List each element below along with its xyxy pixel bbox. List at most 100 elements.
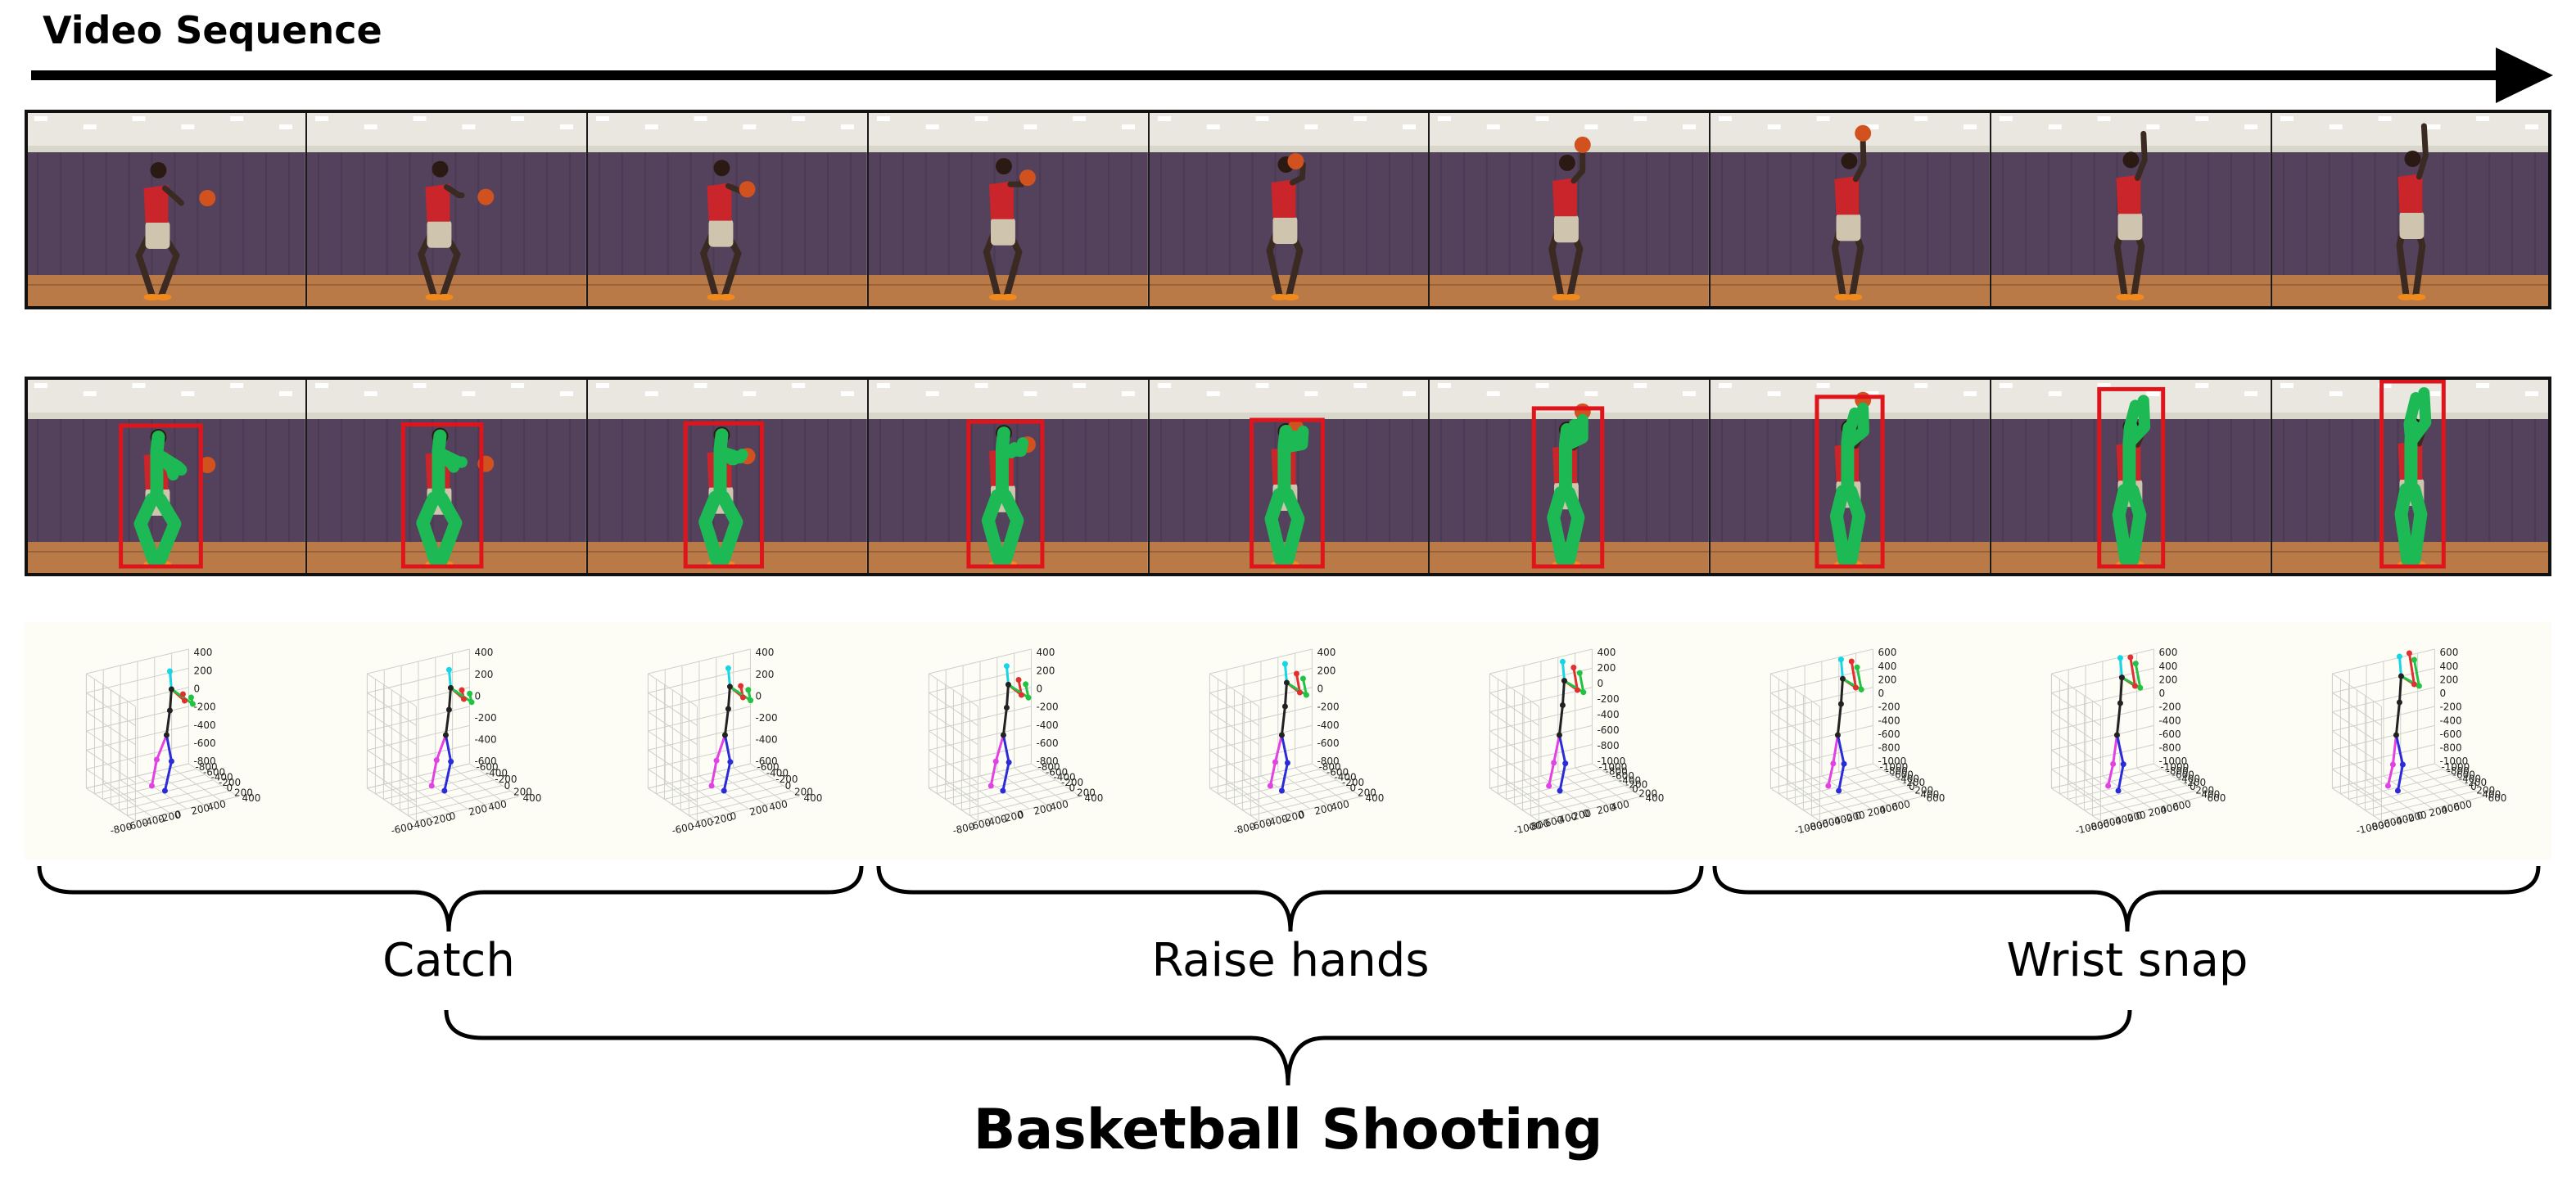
x-tick-label: -600 [2099,814,2123,830]
pose-frame-image [2272,377,2551,576]
arm [1853,138,1867,183]
phase-label-wrist-snap: Wrist snap [2006,934,2248,987]
arm [161,185,184,206]
z-tick-label: 200 [193,665,212,676]
z-tick-label: -600 [1598,724,1620,736]
joint [1859,686,1865,693]
ceiling [868,377,1148,413]
joint [468,699,475,706]
joint [1853,684,1860,691]
shorts [990,217,1015,246]
z-tick-label: 200 [2440,674,2459,685]
joint [2390,761,2397,768]
bone-spine [1561,680,1566,706]
y-tick-label: 400 [1365,792,1384,804]
ceiling-light [462,391,476,396]
bone-spine [168,688,173,711]
ceiling-light [181,391,195,396]
joint [2105,783,2112,789]
ceiling-light [2000,116,2013,121]
grid-line [1770,667,1873,693]
joint [1281,661,1288,667]
pose-frame-image [868,377,1148,576]
z-tick-label: -400 [474,734,496,746]
joint [168,758,174,765]
joint [2115,787,2122,794]
ceiling-light [2329,124,2343,129]
z-tick-label: 400 [1317,647,1335,658]
z-tick-label: -800 [2440,742,2462,754]
bone-spine [165,710,171,736]
ceiling-light [1487,391,1501,396]
joint [1580,689,1587,696]
ceiling-light [1768,124,1782,129]
basketball [1286,153,1304,169]
bone-spine [1280,706,1286,736]
pose-leg [998,489,1024,566]
z-tick-label: 200 [755,669,774,680]
joint [2137,684,2144,691]
joint [747,697,753,704]
x-tick-label: 400 [487,798,508,813]
z-tick-label: 0 [1036,683,1042,695]
wall-trim [587,413,867,419]
shorts [1272,216,1297,244]
x-tick-label: -200 [158,809,183,824]
ceiling-light [1914,116,1928,121]
bone-left-leg [2395,734,2405,765]
x-tick-label: -200 [1568,807,1593,823]
ceiling-light [314,116,328,121]
raw-frame-5 [1147,110,1429,309]
z-tick-label: -400 [1317,720,1339,731]
y-tick-label: 200 [2476,785,2495,796]
shorts [2117,212,2143,241]
shirt [1271,179,1295,218]
joint [1557,732,1563,738]
ceiling-light [1438,116,1452,121]
ceiling-light [2378,383,2392,388]
y-tick-label: -400 [486,768,508,779]
z-tick-label: -200 [193,702,215,713]
pose-arm [432,446,459,473]
grid-line [2381,796,2484,822]
joint [745,687,752,693]
y-tick-label: -800 [1886,765,1908,777]
bone-right-leg [1268,761,1277,787]
bone-head [2398,656,2403,677]
y-tick-label: 0 [784,780,791,792]
joint [2119,674,2126,681]
pose-frame-image [1149,377,1429,576]
grid-line [2434,763,2484,797]
x-tick-label: -600 [1541,814,1566,829]
y-tick-label: -200 [2184,777,2206,788]
ceiling-light [743,391,757,396]
z-tick-label: -400 [755,734,777,746]
pose-arm [1278,431,1300,453]
ceiling [306,377,586,413]
ceiling-light [1402,124,1416,129]
z-tick-label: 200 [1878,674,1897,685]
ceiling [587,110,867,146]
z-tick-label: 400 [193,647,212,658]
x-tick-label: -400 [690,816,715,832]
wall-trim [868,146,1148,152]
ceiling [2272,110,2551,146]
y-tick-label: -600 [476,761,498,773]
bone-left-arm [1855,666,1864,690]
grid-line [1209,692,1259,726]
shoe [988,294,1006,300]
ceiling-light [34,383,47,388]
x-tick-label: -800 [2367,818,2392,833]
z-tick-label: 200 [474,669,493,680]
shorts [145,221,170,249]
wall-trim [26,413,305,419]
x-tick-label: 200 [468,803,488,818]
joint [1562,760,1569,767]
pose-leg [133,493,160,566]
joint [2397,653,2403,660]
x-tick-label: -400 [2111,812,2135,828]
raw-frame-image [1711,110,1991,309]
z-tick-label: -1000 [1878,756,1907,767]
